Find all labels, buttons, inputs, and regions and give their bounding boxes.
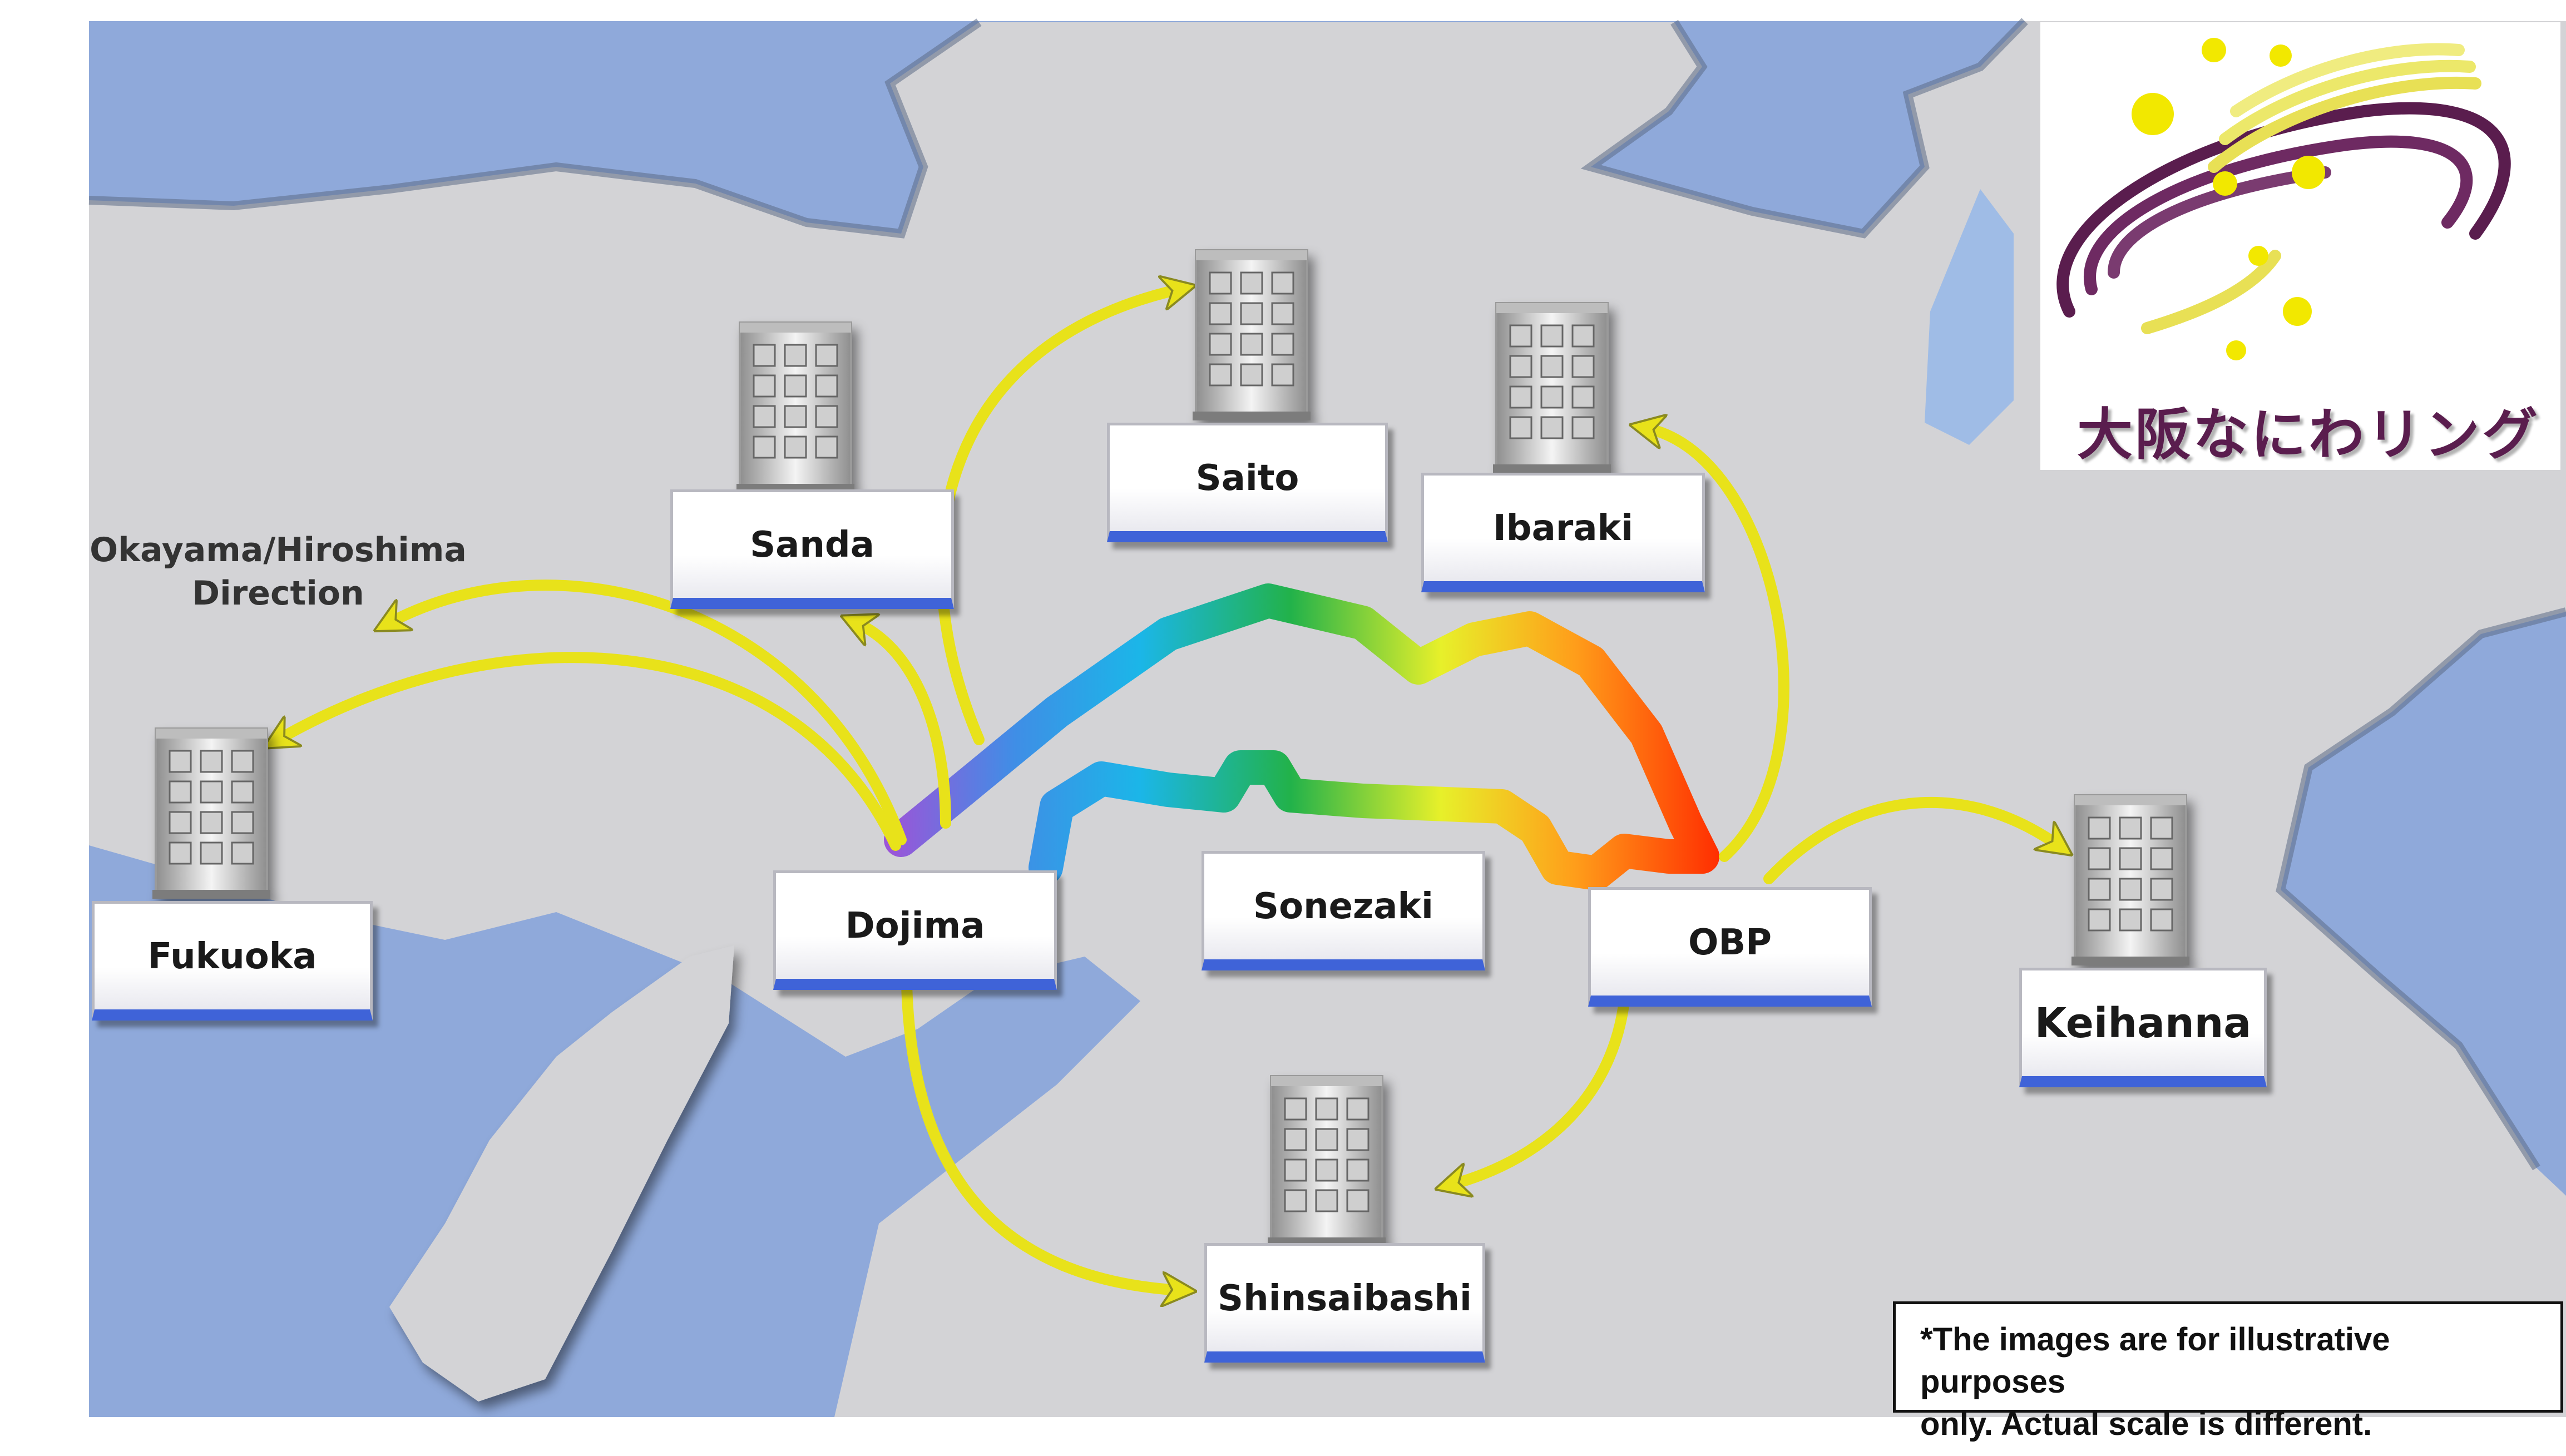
building-icon bbox=[1267, 1075, 1387, 1247]
location-name: Sonezaki bbox=[1253, 886, 1433, 927]
location-label-keihanna: Keihanna bbox=[2019, 968, 2267, 1087]
location-name: Sanda bbox=[750, 524, 874, 566]
location-label-dojima: Dojima bbox=[773, 870, 1057, 990]
coastline-shadow bbox=[88, 18, 982, 239]
location-label-fukuoka: Fukuoka bbox=[92, 901, 373, 1021]
location-label-sonezaki: Sonezaki bbox=[1202, 851, 1485, 970]
arrow-dojima-sanda bbox=[857, 623, 951, 829]
location-name: Fukuoka bbox=[147, 936, 317, 977]
direction-label: Okayama/Hiroshima Direction bbox=[83, 528, 473, 615]
building-icon bbox=[2070, 794, 2191, 967]
location-label-shinsaibashi: Shinsaibashi bbox=[1204, 1243, 1485, 1363]
connection-arrows bbox=[278, 289, 2058, 1290]
location-name: Saito bbox=[1195, 458, 1299, 499]
disclaimer-note: *The images are for illustrative purpose… bbox=[1893, 1301, 2563, 1442]
location-name: Ibaraki bbox=[1492, 508, 1634, 549]
direction-line-1: Okayama/Hiroshima bbox=[90, 531, 467, 569]
arrow-dojima-saito bbox=[936, 289, 1179, 745]
direction-line-2: Direction bbox=[192, 574, 364, 613]
building-icon bbox=[1191, 249, 1312, 422]
rainbow-ring-route bbox=[884, 583, 1719, 890]
location-name: Dojima bbox=[845, 905, 985, 947]
coastline-shadow bbox=[1580, 18, 2028, 239]
location-label-saito: Saito bbox=[1107, 423, 1388, 542]
lake bbox=[1925, 189, 2014, 445]
location-name: Keihanna bbox=[2034, 999, 2252, 1047]
arrow-obp-shinsaibashi bbox=[1452, 996, 1630, 1185]
arrow-obp-ibaraki bbox=[1647, 428, 1789, 862]
location-name: Shinsaibashi bbox=[1218, 1278, 1472, 1319]
note-line-2: only. Actual scale is different. bbox=[1920, 1406, 2372, 1442]
location-label-obp: OBP bbox=[1588, 887, 1872, 1007]
island bbox=[389, 945, 734, 1401]
logo-text: 大阪なにわリング bbox=[2077, 402, 2540, 467]
building-icon bbox=[151, 727, 271, 900]
note-line-1: *The images are for illustrative purpose… bbox=[1920, 1321, 2390, 1400]
coastline-shadow bbox=[2276, 607, 2566, 1171]
arrow-dojima-fukuoka bbox=[278, 652, 901, 851]
logo-graphic bbox=[2040, 22, 2560, 470]
location-label-ibaraki: Ibaraki bbox=[1421, 473, 1705, 592]
location-name: OBP bbox=[1688, 922, 1772, 963]
location-label-sanda: Sanda bbox=[670, 489, 954, 609]
arrow-obp-keihanna bbox=[1763, 796, 2058, 884]
building-icon bbox=[735, 321, 856, 494]
building-icon bbox=[1492, 302, 1612, 474]
arrow-dojima-shinsaibashi bbox=[901, 979, 1179, 1290]
